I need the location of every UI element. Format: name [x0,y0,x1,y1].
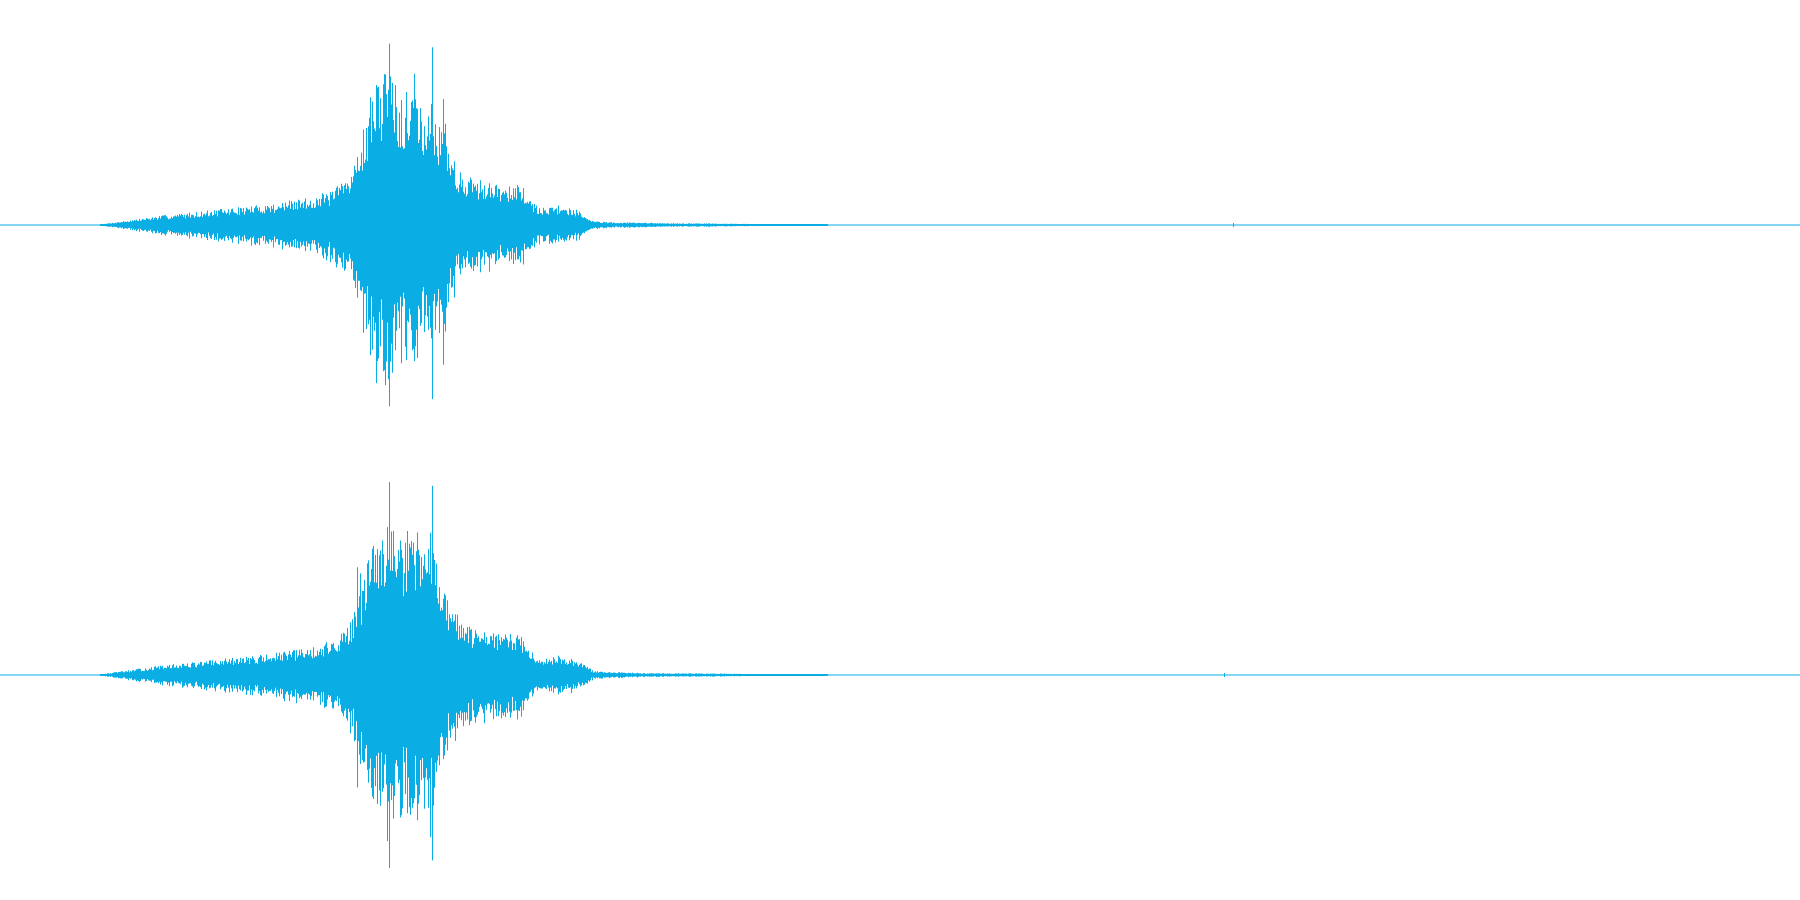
channel-right-waveform[interactable] [0,481,1800,869]
channel-left-waveform[interactable] [0,43,1800,407]
waveform-samples [100,527,828,841]
waveform-samples [100,73,828,386]
